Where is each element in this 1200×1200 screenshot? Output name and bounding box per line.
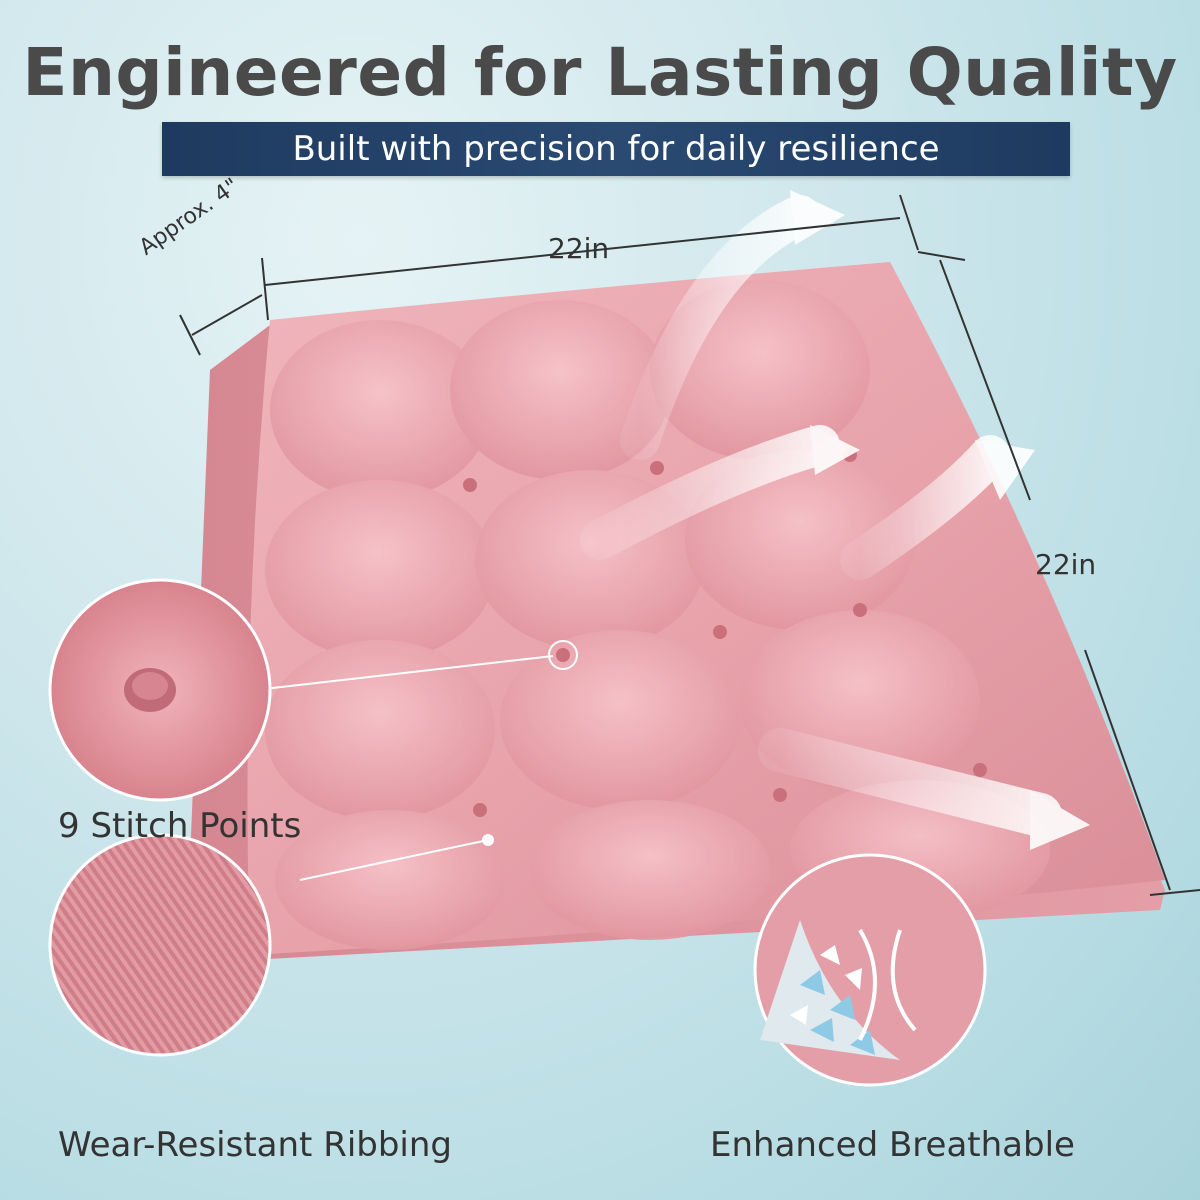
subtitle-banner: Built with precision for daily resilienc…: [162, 122, 1070, 176]
subtitle-text: Built with precision for daily resilienc…: [292, 129, 940, 169]
callout-connectors: [254, 640, 578, 881]
length-label: 22in: [1035, 548, 1097, 581]
stitch-callout: 9 Stitch Points: [58, 806, 302, 846]
tufted-cells: [265, 280, 1050, 950]
foam-zoom-circle: [753, 853, 987, 1087]
width-label: 22in: [548, 232, 610, 265]
headline: Engineered for Lasting Quality: [22, 34, 1178, 111]
airflow-arrows: [580, 190, 1090, 850]
ribbing-callout: Wear-Resistant Ribbing: [58, 1125, 453, 1165]
stitch-zoom-circle: [48, 578, 272, 802]
ribbing-zoom-circle: [48, 833, 272, 1057]
breathable-callout: Enhanced Breathable: [710, 1125, 1075, 1165]
dimension-lines: [179, 194, 1200, 896]
